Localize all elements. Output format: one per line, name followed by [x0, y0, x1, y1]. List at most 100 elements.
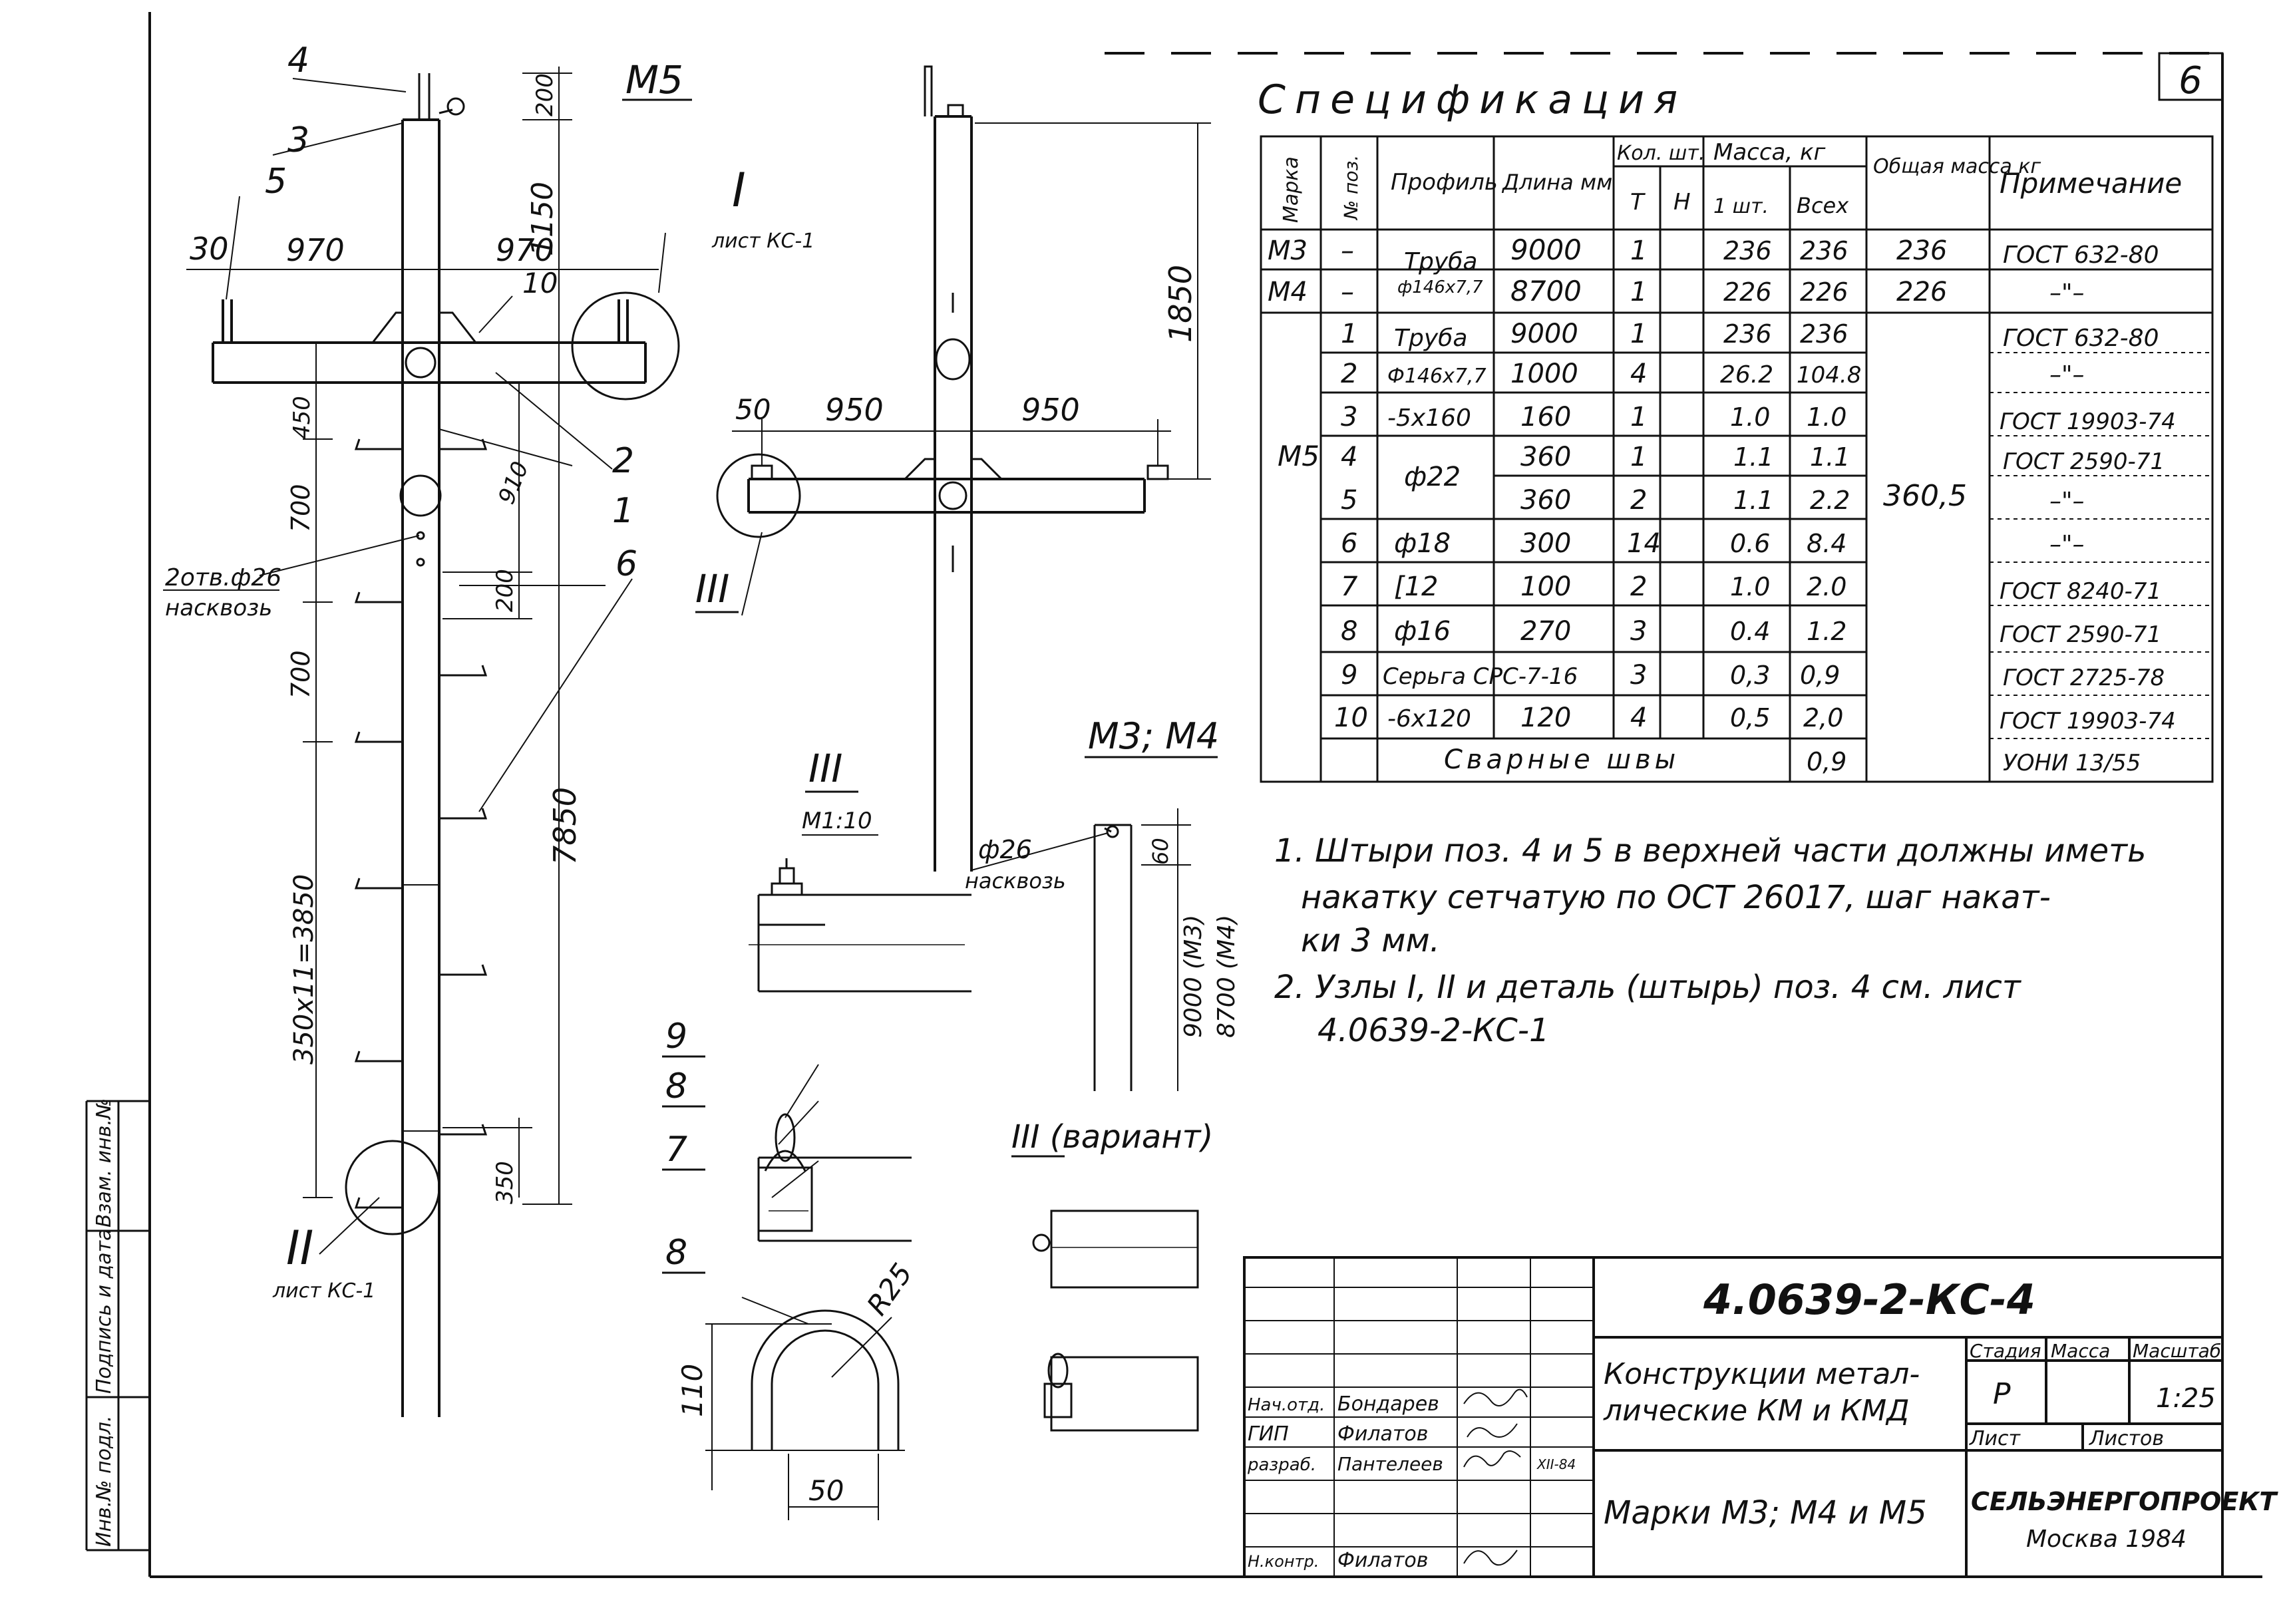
sig-name: Филатов — [1337, 1549, 1428, 1572]
m34-profile-1: Труба — [1404, 248, 1477, 275]
side-view-m5: 1850 50 950 950 III — [695, 65, 1211, 872]
scale-value: 1:25 — [2156, 1383, 2216, 1414]
m3-mark: М3 — [1268, 236, 1308, 266]
spec-h-mark: Марка — [1280, 156, 1303, 223]
spec-h-mass-all: Всех — [1797, 193, 1849, 218]
m5-row-m1: 0,3 — [1730, 661, 1770, 690]
m4-t: 1 — [1630, 277, 1647, 307]
signature-mark — [1463, 1388, 1528, 1406]
m3-m1: 236 — [1723, 236, 1772, 265]
m5-row-t: 14 — [1627, 528, 1661, 559]
view-title-m5: М5 — [625, 57, 683, 102]
m5-row-profile: [12 — [1394, 571, 1439, 602]
m5-pipe-profile-2: Ф146х7,7 — [1387, 365, 1487, 388]
sig-role: Н.контр. — [1248, 1552, 1319, 1571]
m3-note: ГОСТ 632-80 — [2003, 242, 2159, 269]
holes-note-2: насквозь — [165, 595, 272, 621]
mass-header: Масса — [2051, 1340, 2110, 1362]
m5-row-pos: 9 — [1341, 660, 1357, 691]
pos-label-6: 6 — [615, 544, 637, 584]
m5-row-m1: 1.1 — [1733, 442, 1773, 472]
dim-7850: 7850 — [547, 787, 583, 865]
pos-label-5: 5 — [265, 162, 287, 202]
m5-mark: М5 — [1278, 440, 1319, 472]
m5-row-length: 360 — [1520, 442, 1571, 472]
welds-mass: 0,9 — [1807, 747, 1846, 776]
m3-t: 1 — [1630, 236, 1647, 266]
m5-row-m1: 26.2 — [1720, 361, 1773, 389]
main-view-m5: М5 4 3 5 10 1 2 6 I лист КС-1 II лист КС… — [163, 41, 814, 1417]
m5-row-t: 1 — [1630, 442, 1647, 472]
m5-row-mall: 8.4 — [1807, 529, 1846, 558]
m5-row-length: 1000 — [1510, 359, 1578, 389]
detail-iii-variant: III (вариант) — [1011, 1118, 1213, 1432]
signature-mark — [1463, 1549, 1518, 1566]
m5-row-10: 10 -6х120 120 4 0,5 2,0 ГОСТ 19903-74 — [1334, 703, 2176, 734]
spec-h-qty-n: Н — [1673, 189, 1691, 216]
pos-label-10: 10 — [522, 267, 558, 299]
project-name-1: Конструкции метал- — [1604, 1357, 1920, 1391]
spec-h-profile: Профиль — [1391, 169, 1498, 196]
m5-row-pos: 5 — [1341, 485, 1357, 516]
m3-length: 9000 — [1510, 234, 1582, 266]
m5-row-mall: 236 — [1800, 319, 1848, 349]
m5-row-m1: 236 — [1723, 319, 1772, 349]
m5-row-t: 2 — [1630, 485, 1647, 516]
m4-length: 8700 — [1510, 275, 1582, 307]
m5-row-length: 300 — [1520, 528, 1571, 559]
general-notes: 1. Штыри поз. 4 и 5 в верхней части долж… — [1274, 832, 2146, 1049]
m5-row-length: 120 — [1520, 703, 1571, 733]
m5-row-note: –"– — [2049, 488, 2085, 515]
dim-700-b: 700 — [286, 650, 315, 699]
stage-header: Стадия — [1970, 1340, 2041, 1362]
m5-row-t: 1 — [1630, 319, 1647, 349]
dim-200-mid: 200 — [492, 569, 518, 612]
detail-label-9: 9 — [665, 1017, 687, 1056]
m5-row-6: 6 ф18 300 14 0.6 8.4 –"– — [1341, 528, 2085, 559]
dim-1850: 1850 — [1162, 265, 1198, 343]
signature-row-4: Н.контр. Филатов — [1248, 1549, 1518, 1572]
margin-original-inv: Инв.№ подл. — [92, 1416, 116, 1547]
m4-total: 226 — [1896, 277, 1947, 307]
signature-row-3: разраб. Пантелеев XII-84 — [1247, 1450, 1576, 1475]
m5-row-m1: 0.4 — [1730, 617, 1770, 646]
spec-h-mass: Масса, кг — [1713, 139, 1827, 166]
m5-row-pos: 1 — [1341, 319, 1357, 349]
detail-iii: III М1:10 — [749, 746, 971, 993]
m5-row-length: 160 — [1520, 402, 1571, 432]
detail-ubolt: 8 R25 110 50 — [662, 1233, 919, 1520]
spec-h-note: Примечание — [2000, 167, 2182, 200]
m5-row-9: 9 Серьга СРС-7-16 3 0,3 0,9 ГОСТ 2725-78 — [1341, 660, 2165, 691]
m5-row-mall: 104.8 — [1797, 362, 1861, 389]
m5-row-m1: 1.1 — [1733, 486, 1773, 515]
spec-h-qty: Кол. шт. — [1617, 142, 1705, 165]
m4-note: –"– — [2049, 279, 2085, 307]
m3-pos: – — [1341, 236, 1354, 266]
pos-label-4: 4 — [287, 41, 309, 81]
m5-row-pos: 2 — [1341, 359, 1357, 389]
m4-m1: 226 — [1723, 277, 1772, 307]
signature-mark — [1463, 1450, 1521, 1468]
m5-row-pos: 4 — [1341, 442, 1357, 472]
m5-row-profile: -5х160 — [1387, 405, 1471, 432]
doc-number: 4.0639-2-КС-4 — [1703, 1275, 2035, 1324]
detail-m3m4: М3; М4 ф26 насквозь 60 9000 (М3) 8700 (М… — [965, 715, 1240, 1091]
detail8-radius: R25 — [860, 1257, 919, 1321]
note-line-3: ки 3 мм. — [1301, 922, 1440, 959]
m5-row-pos: 3 — [1341, 402, 1357, 432]
project-name-2: лические КМ и КМД — [1603, 1394, 1910, 1428]
m5-row-note: ГОСТ 632-80 — [2003, 325, 2159, 352]
m3m4-title: М3; М4 — [1088, 715, 1219, 757]
m5-row-mall: 2,0 — [1803, 703, 1843, 732]
detail8-width: 50 — [808, 1474, 844, 1507]
m5-row-pos: 6 — [1341, 528, 1357, 559]
m5-row-5: 5 360 2 1.1 2.2 –"– — [1341, 485, 2085, 516]
m5-row-note: ГОСТ 19903-74 — [2000, 408, 2176, 435]
m5-row-note: –"– — [2049, 531, 2085, 558]
m4-mall: 226 — [1800, 277, 1848, 307]
m5-row-2: 2 1000 4 26.2 104.8 –"– — [1341, 359, 2085, 389]
m3m4-length-m3: 9000 (М3) — [1180, 915, 1207, 1038]
spec-h-qty-t: Т — [1630, 189, 1646, 216]
node-ii-ref: лист КС-1 — [272, 1279, 375, 1303]
